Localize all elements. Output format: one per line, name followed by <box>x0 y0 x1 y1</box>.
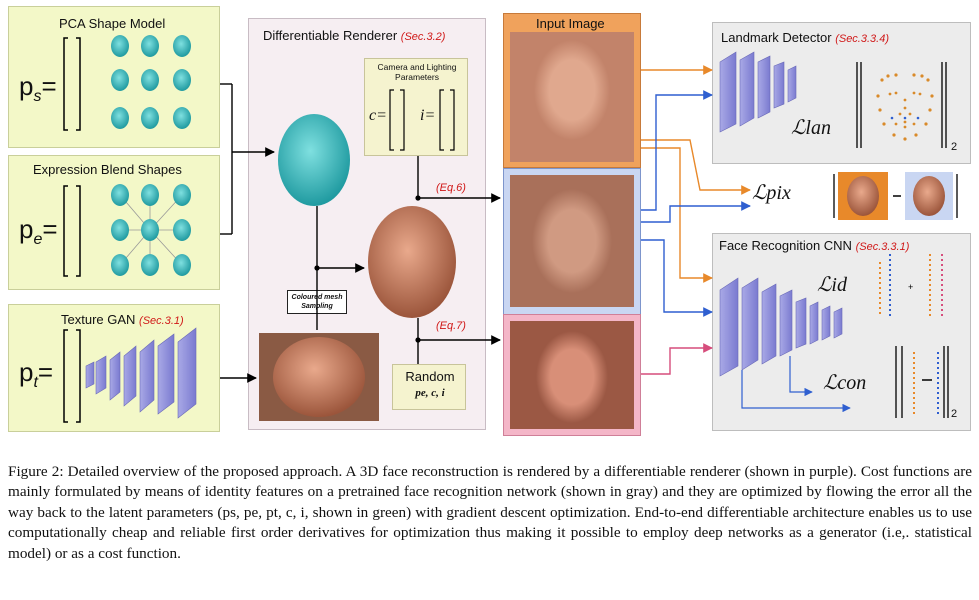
landmark-title-text: Landmark Detector <box>721 30 832 45</box>
figure-caption: Figure 2: Detailed overview of the propo… <box>8 463 972 562</box>
landmark-ref: (Sec.3.3.4) <box>835 33 889 45</box>
shape-mesh-head <box>278 114 350 206</box>
pca-title: PCA Shape Model <box>59 16 166 31</box>
id-loss-vectors: + <box>879 254 943 316</box>
texture-gan-layers <box>85 327 197 419</box>
texture-title: Texture GAN (Sec.3.1) <box>61 312 184 327</box>
ps-vector <box>63 37 81 131</box>
expression-heads-grid <box>111 184 191 276</box>
renderer-title-text: Differentiable Renderer <box>263 28 398 43</box>
expression-title: Expression Blend Shapes <box>33 162 182 177</box>
pe-var: p <box>19 214 34 244</box>
loss-lan: ℒlan <box>791 117 831 139</box>
loss-lan-sub: 2 <box>951 141 958 153</box>
facerec-title-text: Face Recognition CNN <box>719 238 852 253</box>
camera-vector <box>389 89 455 151</box>
textured-face-render <box>368 206 456 318</box>
input-face-photo <box>510 32 634 162</box>
pt-sub: t <box>33 374 38 392</box>
rendered-overlay-frame <box>503 168 641 316</box>
landmark-title: Landmark Detector (Sec.3.3.4) <box>721 30 889 45</box>
pt-var: p <box>19 357 34 387</box>
pe-sub: e <box>33 231 43 249</box>
blue-connectors <box>641 90 751 317</box>
orange-connectors <box>641 65 751 283</box>
face-recognition-network <box>719 277 843 377</box>
con-loss-vectors <box>895 346 949 418</box>
loss-id: ℒid <box>817 274 847 296</box>
loss-con: ℒcon <box>823 372 867 394</box>
ps-symbol: ps= <box>19 71 57 106</box>
landmark-points-blue <box>890 116 920 120</box>
eq7-label: (Eq.7) <box>436 320 466 332</box>
ps-sub: s <box>33 88 42 106</box>
pink-connector <box>641 343 713 375</box>
pe-symbol: pe= <box>19 214 58 249</box>
pixel-loss-comparison <box>833 172 958 220</box>
eq6-label: (Eq.6) <box>436 182 466 194</box>
loss-pix: ℒpix <box>752 182 791 204</box>
facerec-title: Face Recognition CNN (Sec.3.3.1) <box>719 238 909 253</box>
rendered-random-frame <box>503 314 641 436</box>
pt-symbol: pt= <box>19 357 54 392</box>
renderer-title: Differentiable Renderer (Sec.3.2) <box>263 28 445 43</box>
rendered-random-photo <box>510 321 634 429</box>
input-image-frame: Input Image <box>503 13 641 168</box>
landmark-detector-panel: Landmark Detector (Sec.3.3.4) ℒlan 2 <box>712 22 971 164</box>
texture-ref: (Sec.3.1) <box>139 315 184 327</box>
c-equals: c= <box>369 107 387 124</box>
random-box: Random pe, c, i <box>392 364 466 410</box>
random-title: Random <box>405 369 455 384</box>
rendered-overlay-photo <box>510 175 634 307</box>
facerec-ref: (Sec.3.3.1) <box>855 241 910 253</box>
facerec-feature-arrows <box>741 356 851 413</box>
camera-lighting-box: Camera and Lighting Parameters c= i= <box>364 58 468 156</box>
camera-lighting-title: Camera and Lighting Parameters <box>377 62 457 82</box>
random-vars: pe, c, i <box>415 387 445 399</box>
renderer-ref: (Sec.3.2) <box>400 31 446 43</box>
loss-con-sub: 2 <box>951 408 958 420</box>
pca-heads-grid <box>111 35 191 129</box>
pe-vector <box>63 185 81 277</box>
ps-var: p <box>19 71 34 101</box>
svg-text:+: + <box>908 282 913 292</box>
landmark-norm-bars <box>856 62 947 148</box>
landmark-network <box>719 51 797 133</box>
texture-title-text: Texture GAN <box>61 312 136 327</box>
i-equals: i= <box>420 107 436 124</box>
input-image-title: Input Image <box>536 16 605 31</box>
pt-vector <box>63 329 81 423</box>
landmark-points <box>876 73 934 141</box>
